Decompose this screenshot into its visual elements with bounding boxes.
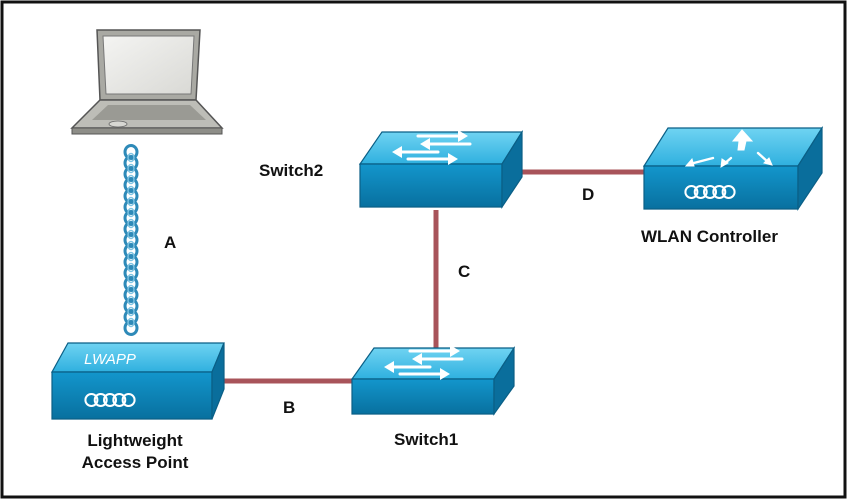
access-point-label: Lightweight Access Point [61, 430, 209, 474]
switch1-icon [350, 345, 516, 416]
wlan-controller-label: WLAN Controller [641, 227, 778, 246]
link-d-label: D [582, 185, 595, 204]
link-a-wireless-icon [123, 144, 139, 336]
switch1-label: Switch1 [394, 430, 459, 449]
radio-rings-icon [84, 393, 136, 407]
access-point-label-line1: Lightweight [87, 431, 183, 450]
lightweight-access-point-icon: LWAPP [50, 342, 225, 420]
link-a-label: A [164, 233, 177, 252]
lwapp-badge: LWAPP [84, 351, 136, 368]
switch-arrows-icon [384, 345, 464, 380]
link-c-label: C [458, 262, 471, 281]
switch2-icon [358, 129, 524, 209]
switch-arrows-icon [392, 130, 472, 165]
switch2-label: Switch2 [259, 161, 324, 180]
link-b-label: B [283, 398, 296, 417]
laptop-icon [70, 29, 224, 135]
access-point-label-line2: Access Point [81, 453, 189, 472]
wlan-controller-icon [642, 125, 824, 211]
radio-rings-icon [684, 185, 736, 199]
